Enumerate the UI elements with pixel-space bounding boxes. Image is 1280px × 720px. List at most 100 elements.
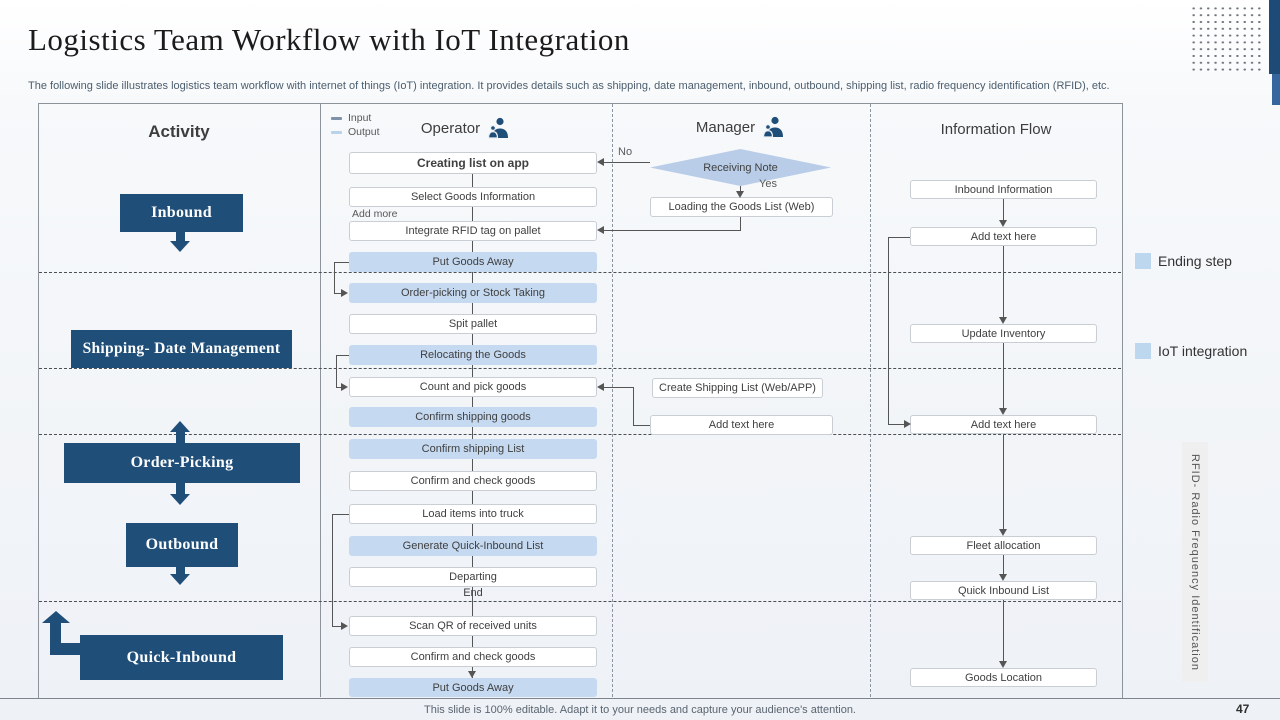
order-picking-arrow-up-icon [170,421,190,432]
elbow-loading-rfid-arrow-icon [597,225,604,234]
info-arrow-3-icon [999,408,1007,415]
info-arrow-4-icon [999,529,1007,536]
flow-step-loading-goods-list: Loading the Goods List (Web) [650,197,833,217]
elbow-relocating-count-arrow-icon [341,382,348,391]
info-line-5 [1003,555,1004,574]
info-fleet-allocation: Fleet allocation [910,536,1097,555]
info-line-2 [1003,246,1004,317]
flow-step-relocating-goods: Relocating the Goods [349,345,597,365]
info-arrow-1-icon [999,220,1007,227]
flow-step-confirm-shipping-list: Confirm shipping List [349,439,597,459]
row-divider-2 [39,368,1121,369]
divider-activity-operator [320,104,321,697]
manager-header-label: Manager [695,118,756,136]
input-label: Input [348,112,372,124]
elbow-loading-rfid-v [740,217,741,230]
outbound-arrow-stem [176,567,185,574]
operator-person-icon [487,117,509,139]
legend-output: Output [331,126,380,138]
divider-manager-info [870,104,871,697]
operator-arrow-to-put-goods-away-icon [468,671,476,678]
elbow-putaway-orderpicking-arrow-icon [341,288,348,297]
elbow-load-scanqr-h1 [332,514,349,515]
yes-branch-arrow-icon [736,191,744,198]
flow-step-order-picking-stock-taking: Order-picking or Stock Taking [349,283,597,303]
info-line-3 [1003,343,1004,408]
elbow-addtext-count-v [633,387,634,425]
end-label: End [463,587,483,599]
elbow-relocating-count-v [336,355,337,387]
operator-header-label: Operator [420,119,481,137]
elbow-addtext-count-h2 [601,387,633,388]
flow-step-spit-pallet: Spit pallet [349,314,597,334]
divider-operator-manager [612,104,613,697]
flow-step-load-items-into-truck: Load items into truck [349,504,597,524]
elbow-info-addtext-h1 [888,237,910,238]
elbow-load-scanqr-arrow-icon [341,621,348,630]
flow-step-count-and-pick-goods: Count and pick goods [349,377,597,397]
column-header-manager: Manager [612,116,870,138]
elbow-relocating-count-h2 [336,387,342,388]
rfid-note-strip: RFID- Radio Frequency Identification [1182,442,1208,682]
inbound-arrow-stem [176,232,185,241]
flow-step-create-shipping-list: Create Shipping List (Web/APP) [652,378,823,398]
order-picking-arrow-down-icon [170,494,190,505]
column-header-information-flow: Information Flow [870,121,1122,138]
no-branch-arrow-icon [597,157,604,166]
row-divider-3 [39,434,1121,435]
column-header-activity: Activity [38,122,320,142]
right-accent-bar-dark [1269,0,1280,74]
input-dash-icon [331,116,342,120]
inbound-arrow-down-icon [170,241,190,252]
flow-step-departing: Departing [349,567,597,587]
quick-inbound-arrow-hstem [50,643,80,655]
output-label: Output [348,126,380,138]
page-title: Logistics Team Workflow with IoT Integra… [28,22,630,57]
flow-step-put-goods-away-1: Put Goods Away [349,252,597,272]
slide-subtitle: The following slide illustrates logistic… [28,80,1110,92]
footer-divider [0,698,1280,699]
activity-shipping-date-management: Shipping- Date Management [71,330,292,368]
info-arrow-6-icon [999,661,1007,668]
flow-step-put-goods-away-2: Put Goods Away [349,678,597,697]
activity-outbound: Outbound [126,523,238,567]
iot-integration-swatch-icon [1135,343,1151,359]
footer-text: This slide is 100% editable. Adapt it to… [424,704,856,716]
elbow-putaway-orderpicking-h2 [334,293,342,294]
activity-quick-inbound: Quick-Inbound [80,635,283,680]
elbow-info-addtext-arrow-icon [904,419,911,428]
order-picking-down-stem [176,483,185,494]
column-header-operator: Operator [320,117,612,139]
info-line-4 [1003,434,1004,529]
ending-step-label: Ending step [1158,253,1232,269]
info-line-1 [1003,199,1004,221]
activity-header-label: Activity [148,122,210,141]
activity-order-picking: Order-Picking [64,443,300,483]
flow-step-scan-qr-received-units: Scan QR of received units [349,616,597,636]
quick-inbound-arrow-vstem [50,623,61,655]
row-divider-1 [39,272,1121,273]
info-arrow-2-icon [999,317,1007,324]
row-divider-4 [39,601,1121,602]
flow-step-confirm-shipping-goods: Confirm shipping goods [349,407,597,427]
manager-person-icon [762,116,784,138]
yes-label: Yes [759,178,777,190]
elbow-relocating-count-h1 [336,355,349,356]
elbow-putaway-orderpicking-v [334,262,335,293]
rfid-note-text: RFID- Radio Frequency Identification [1189,453,1201,671]
flow-step-confirm-check-goods-1: Confirm and check goods [349,471,597,491]
dot-pattern-decoration [1190,5,1264,72]
elbow-load-scanqr-v [332,514,333,626]
elbow-addtext-count-arrow-icon [597,382,604,391]
info-quick-inbound-list: Quick Inbound List [910,581,1097,600]
flow-step-integrate-rfid-tag: Integrate RFID tag on pallet [349,221,597,241]
info-line-6 [1003,600,1004,661]
elbow-info-addtext-v [888,237,889,424]
elbow-info-addtext-h2 [888,424,905,425]
legend-input: Input [331,112,371,124]
output-dash-icon [331,130,342,134]
ending-step-swatch-icon [1135,253,1151,269]
info-arrow-5-icon [999,574,1007,581]
info-inbound-information: Inbound Information [910,180,1097,199]
